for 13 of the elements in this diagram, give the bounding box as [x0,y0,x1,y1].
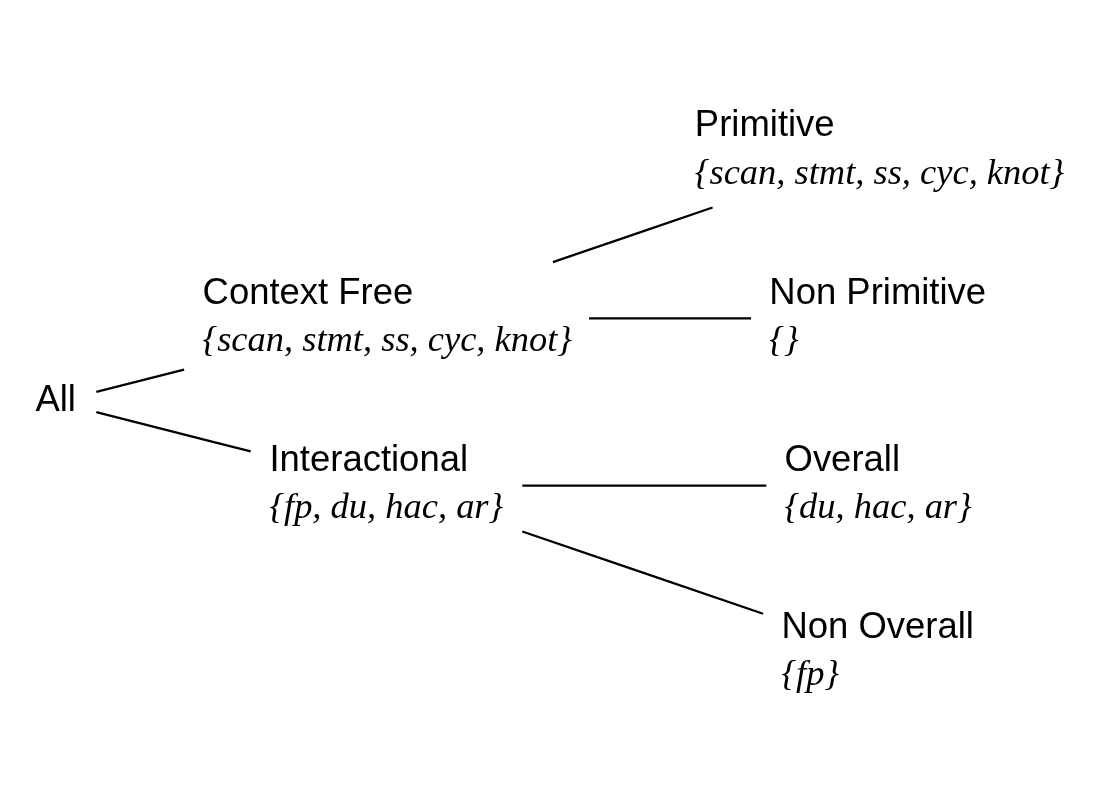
connector [96,367,185,393]
node-text: Interactional {fp, du, hac, ar} [269,437,504,526]
connector [522,483,767,487]
node-text: All [35,377,76,419]
connector [521,529,764,615]
connector [589,316,752,320]
node-text: Primitive {scan, stmt, ss, cyc, knot} [694,102,1065,192]
node-text: Non Overall {fp} [781,604,974,693]
node-text: Context Free {scan, stmt, ss, cyc, knot} [202,270,572,359]
connector [96,410,251,452]
connector [552,205,713,263]
node-text: Non Primitive {} [769,270,987,359]
node-text: Overall {du, hac, ar} [784,437,972,526]
